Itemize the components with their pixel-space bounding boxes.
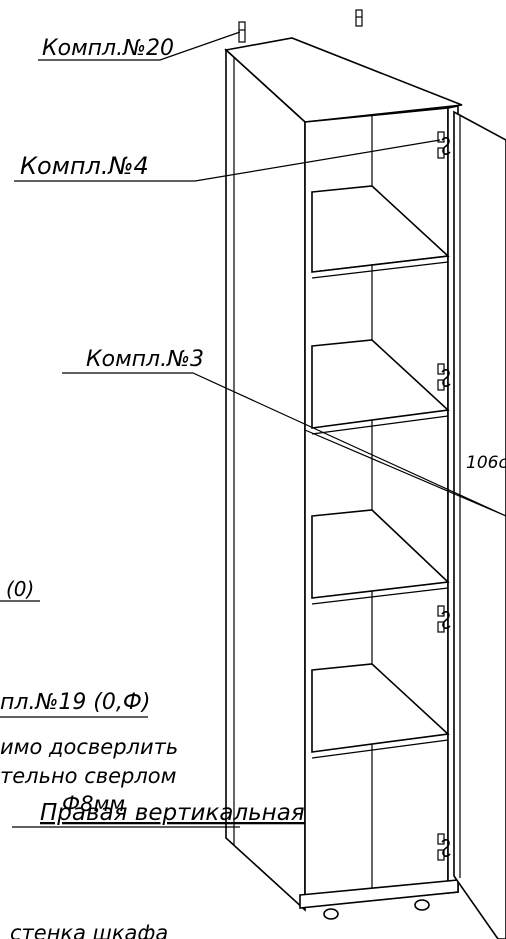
leader-lines <box>0 31 506 828</box>
hinge-icon <box>437 363 451 391</box>
foot-icon <box>323 908 339 920</box>
label-right-wall-1: Правая вертикальная <box>40 800 305 826</box>
foot-icon <box>414 899 430 911</box>
hinges <box>437 131 451 861</box>
note-line-2: тельно сверлом <box>0 764 177 788</box>
mounting-bracket-icon <box>238 9 363 43</box>
label-kit-19: пл.№19 (0,Ф) <box>0 690 150 715</box>
note-line-3: Ф8мм <box>62 792 125 816</box>
cabinet-left-side-panel <box>225 48 306 912</box>
label-kit-3: Компл.№3 <box>86 347 204 372</box>
cabinet-feet <box>323 899 430 920</box>
label-kit-4: Компл.№4 <box>20 152 149 180</box>
door-marking: 106сб. <box>466 453 506 473</box>
hinge-icon <box>437 131 451 159</box>
label-kit-20: Компл.№20 <box>42 36 174 61</box>
note-line-1: имо досверлить <box>0 735 178 759</box>
shelf-3 <box>311 509 450 599</box>
hinge-icon <box>437 605 451 633</box>
cabinet-bottom-panel <box>299 879 459 909</box>
shelf-2 <box>311 339 450 429</box>
cabinet-door <box>453 110 506 939</box>
shelf-4 <box>311 663 450 753</box>
shelves <box>311 185 450 759</box>
label-kit-partial-o: (0) <box>6 577 34 601</box>
label-right-wall-2: стенка шкафа <box>10 921 168 939</box>
hinge-icon <box>437 833 451 861</box>
